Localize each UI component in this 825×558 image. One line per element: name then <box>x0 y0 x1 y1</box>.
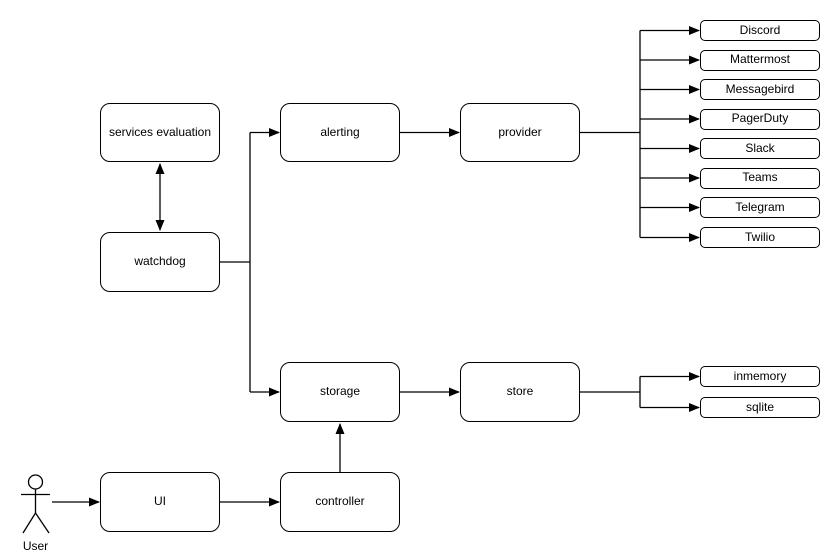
node-provider: provider <box>460 103 580 162</box>
edge-store-fanout-trunk <box>580 376 641 408</box>
node-teams: Teams <box>700 167 820 189</box>
node-ui: UI <box>100 472 220 532</box>
node-pagerduty: PagerDuty <box>700 108 820 130</box>
node-alerting: alerting <box>280 103 400 162</box>
node-messagebird: Messagebird <box>700 79 820 100</box>
node-sqlite: sqlite <box>700 397 820 418</box>
node-controller: controller <box>280 472 400 532</box>
node-store: store <box>460 362 580 422</box>
node-services-evaluation: services evaluation <box>100 103 220 162</box>
user-actor-icon <box>21 474 50 534</box>
edge-watchdog-trunk <box>220 132 251 392</box>
node-telegram: Telegram <box>700 197 820 218</box>
node-mattermost: Mattermost <box>700 49 820 71</box>
node-slack: Slack <box>700 138 820 159</box>
node-inmemory: inmemory <box>700 366 820 387</box>
node-watchdog: watchdog <box>100 232 220 292</box>
node-twilio: Twilio <box>700 227 820 248</box>
user-actor-label: User <box>22 539 49 553</box>
edge-provider-fanout-trunk <box>580 30 641 238</box>
node-storage: storage <box>280 362 400 422</box>
node-discord: Discord <box>700 20 820 41</box>
